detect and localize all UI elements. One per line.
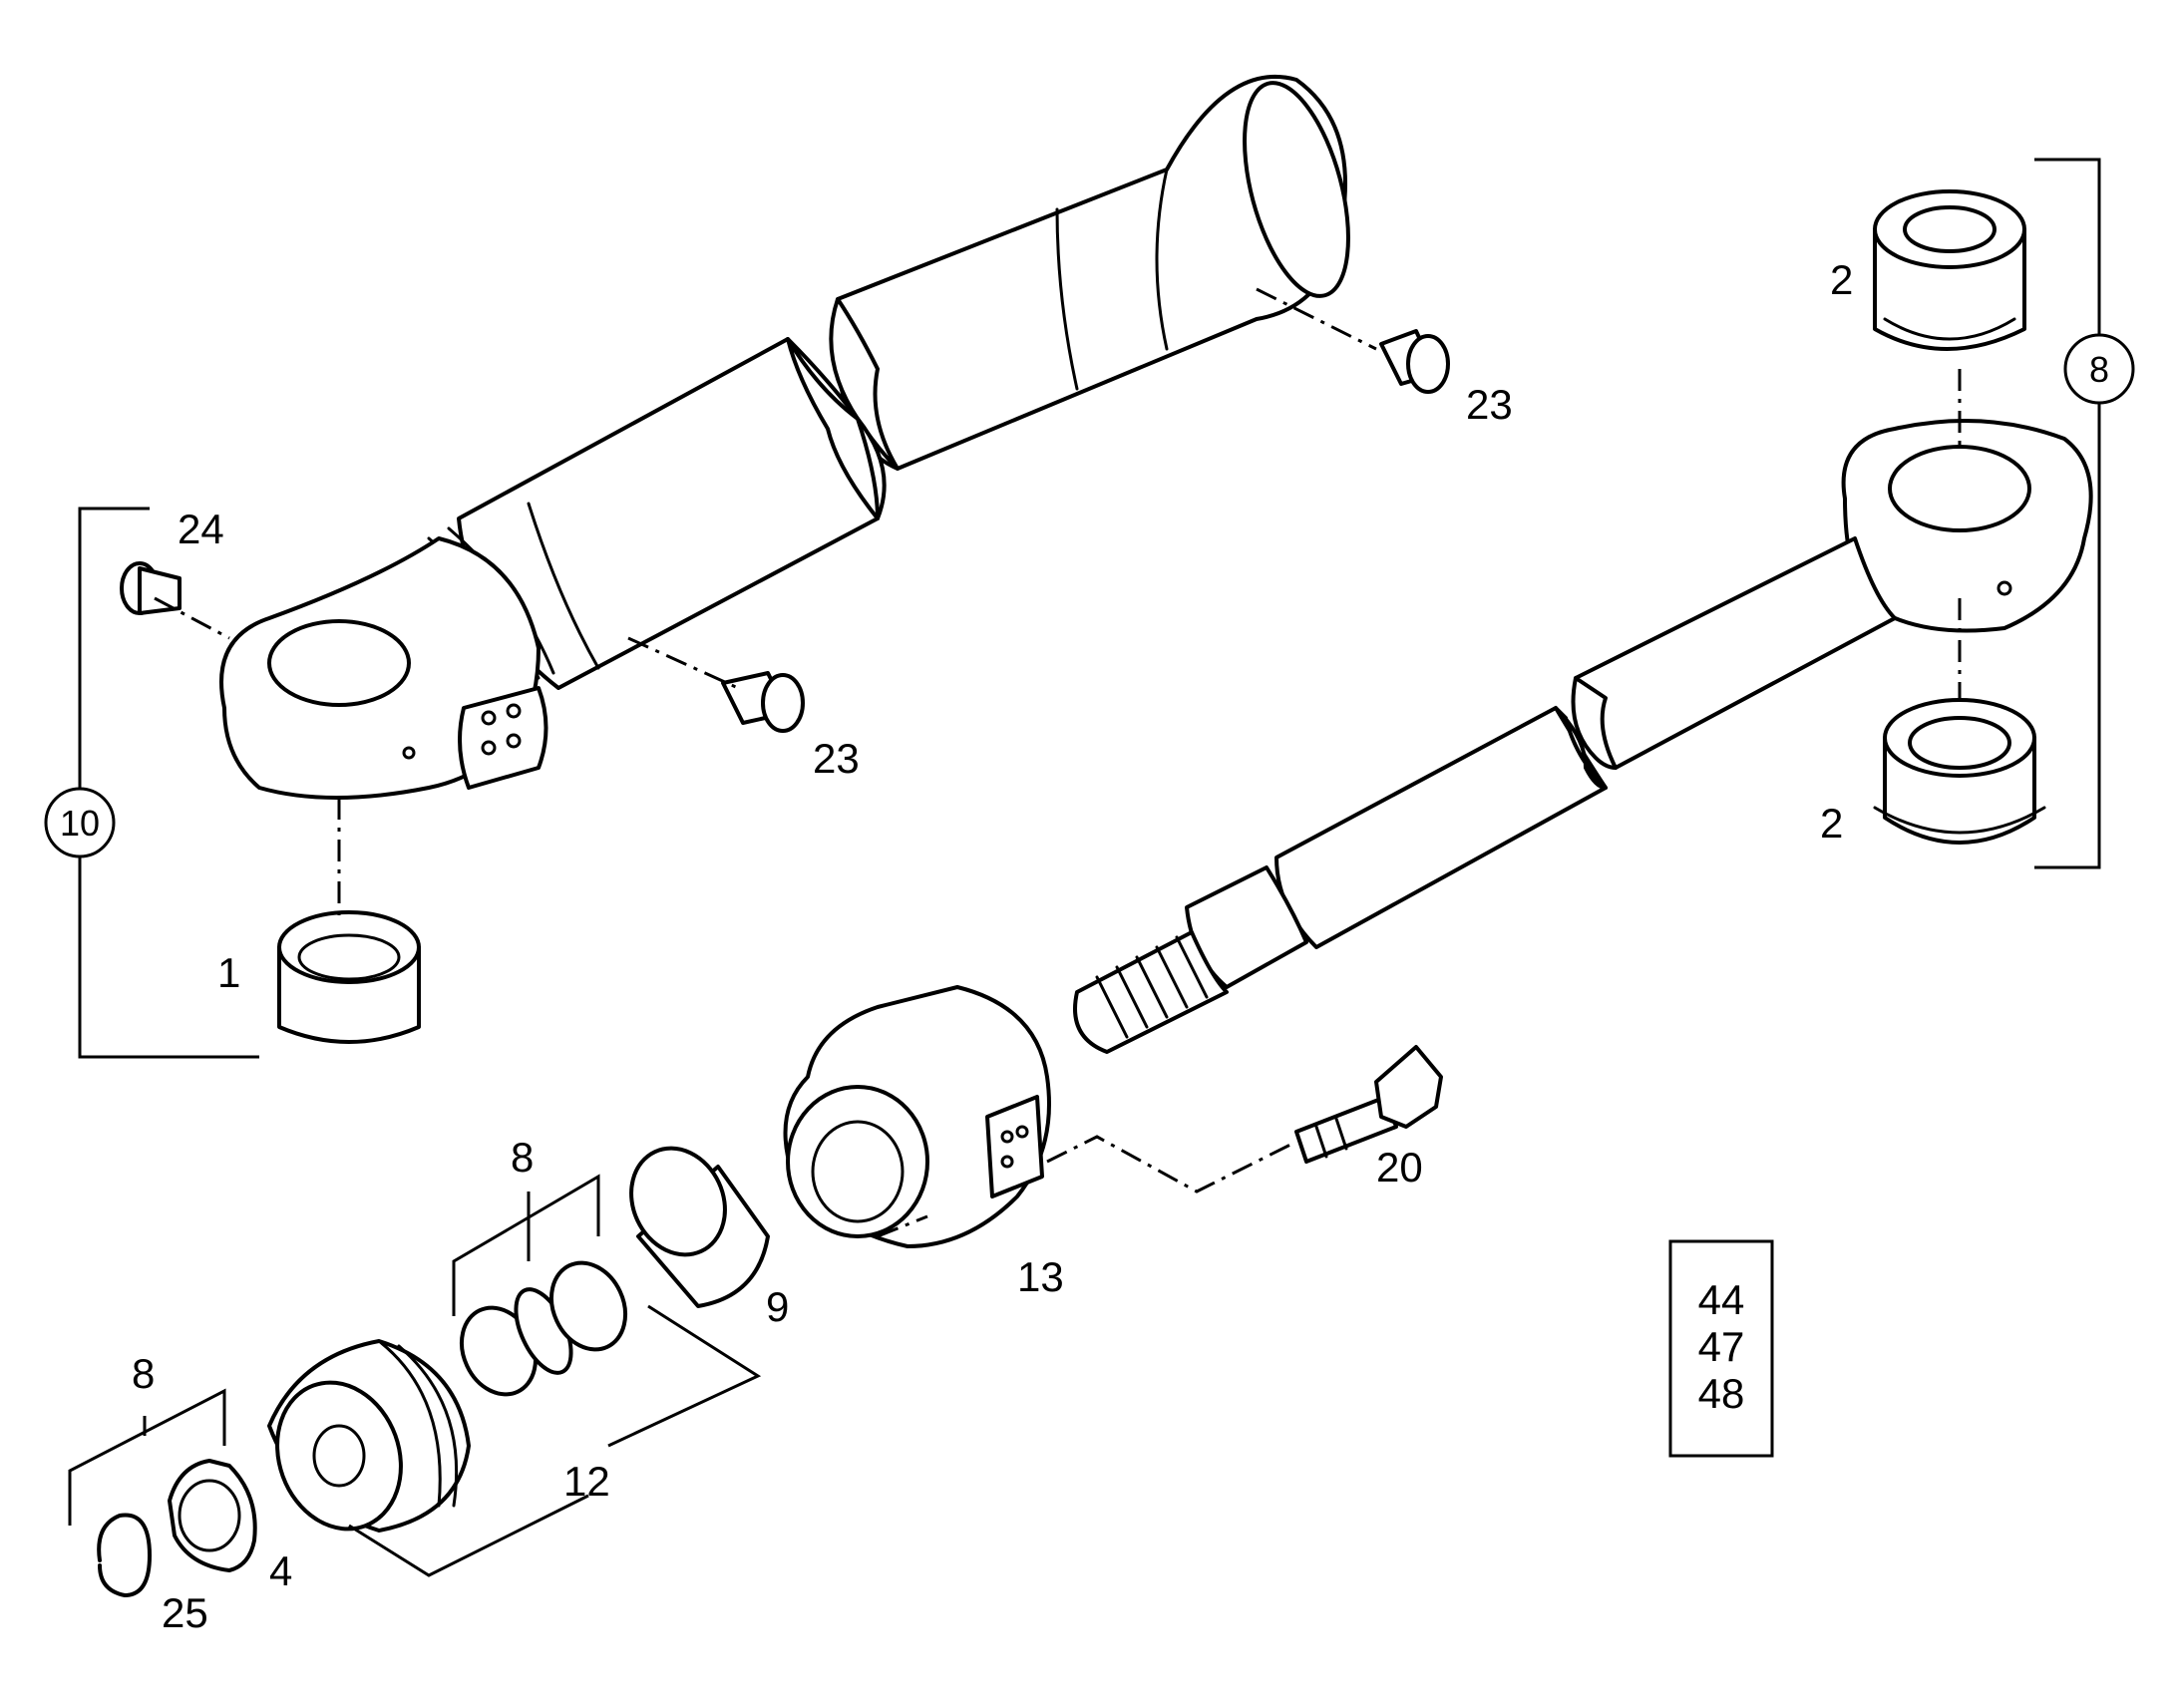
label-13: 13 bbox=[1017, 1253, 1064, 1300]
label-2-top: 2 bbox=[1830, 256, 1853, 303]
bearing-bottom bbox=[1873, 698, 2046, 845]
ref-number-2: 47 bbox=[1698, 1323, 1745, 1370]
bushing bbox=[277, 910, 421, 1044]
lock-nut bbox=[168, 1459, 257, 1572]
bolt bbox=[1294, 1045, 1443, 1164]
assembly-axis-lines bbox=[154, 287, 1962, 1238]
screw-23-barrel bbox=[721, 671, 805, 733]
screw-23-top bbox=[1379, 329, 1450, 394]
bracket-12 bbox=[348, 1304, 762, 1577]
label-23-top: 23 bbox=[1466, 381, 1513, 428]
bracket-8-nut bbox=[68, 1388, 226, 1526]
label-1: 1 bbox=[217, 949, 240, 996]
label-24: 24 bbox=[178, 506, 224, 552]
cylinder-head bbox=[783, 985, 1051, 1248]
bracket-8-rod bbox=[2034, 158, 2101, 869]
seal-rings bbox=[460, 1260, 627, 1397]
guide-ring bbox=[629, 1146, 770, 1308]
circle-callout-10 bbox=[44, 787, 116, 858]
piston bbox=[267, 1339, 471, 1533]
label-8-rod: 8 bbox=[2089, 349, 2109, 390]
label-2-bottom: 2 bbox=[1820, 800, 1843, 847]
circle-callout-8 bbox=[2063, 333, 2135, 405]
label-8-nut: 8 bbox=[132, 1350, 155, 1397]
ref-number-1: 44 bbox=[1698, 1276, 1745, 1323]
label-12: 12 bbox=[563, 1458, 610, 1505]
bracket-10 bbox=[78, 507, 259, 1059]
label-10: 10 bbox=[60, 803, 100, 844]
piston-rod bbox=[1073, 419, 2093, 1054]
bracket-8-rings bbox=[452, 1174, 600, 1316]
barrel-eye bbox=[219, 536, 548, 800]
grease-nipple-24 bbox=[120, 561, 182, 615]
label-9: 9 bbox=[766, 1283, 789, 1330]
label-25: 25 bbox=[162, 1589, 208, 1636]
cylinder-barrel bbox=[427, 74, 1350, 690]
label-4: 4 bbox=[269, 1547, 292, 1594]
circlip bbox=[97, 1513, 152, 1597]
label-23-barrel: 23 bbox=[813, 735, 860, 782]
bearing-top bbox=[1873, 189, 2026, 351]
ref-number-3: 48 bbox=[1698, 1370, 1745, 1417]
reference-box bbox=[1668, 1239, 1774, 1458]
label-20: 20 bbox=[1376, 1144, 1423, 1191]
label-8-rings: 8 bbox=[511, 1134, 534, 1181]
